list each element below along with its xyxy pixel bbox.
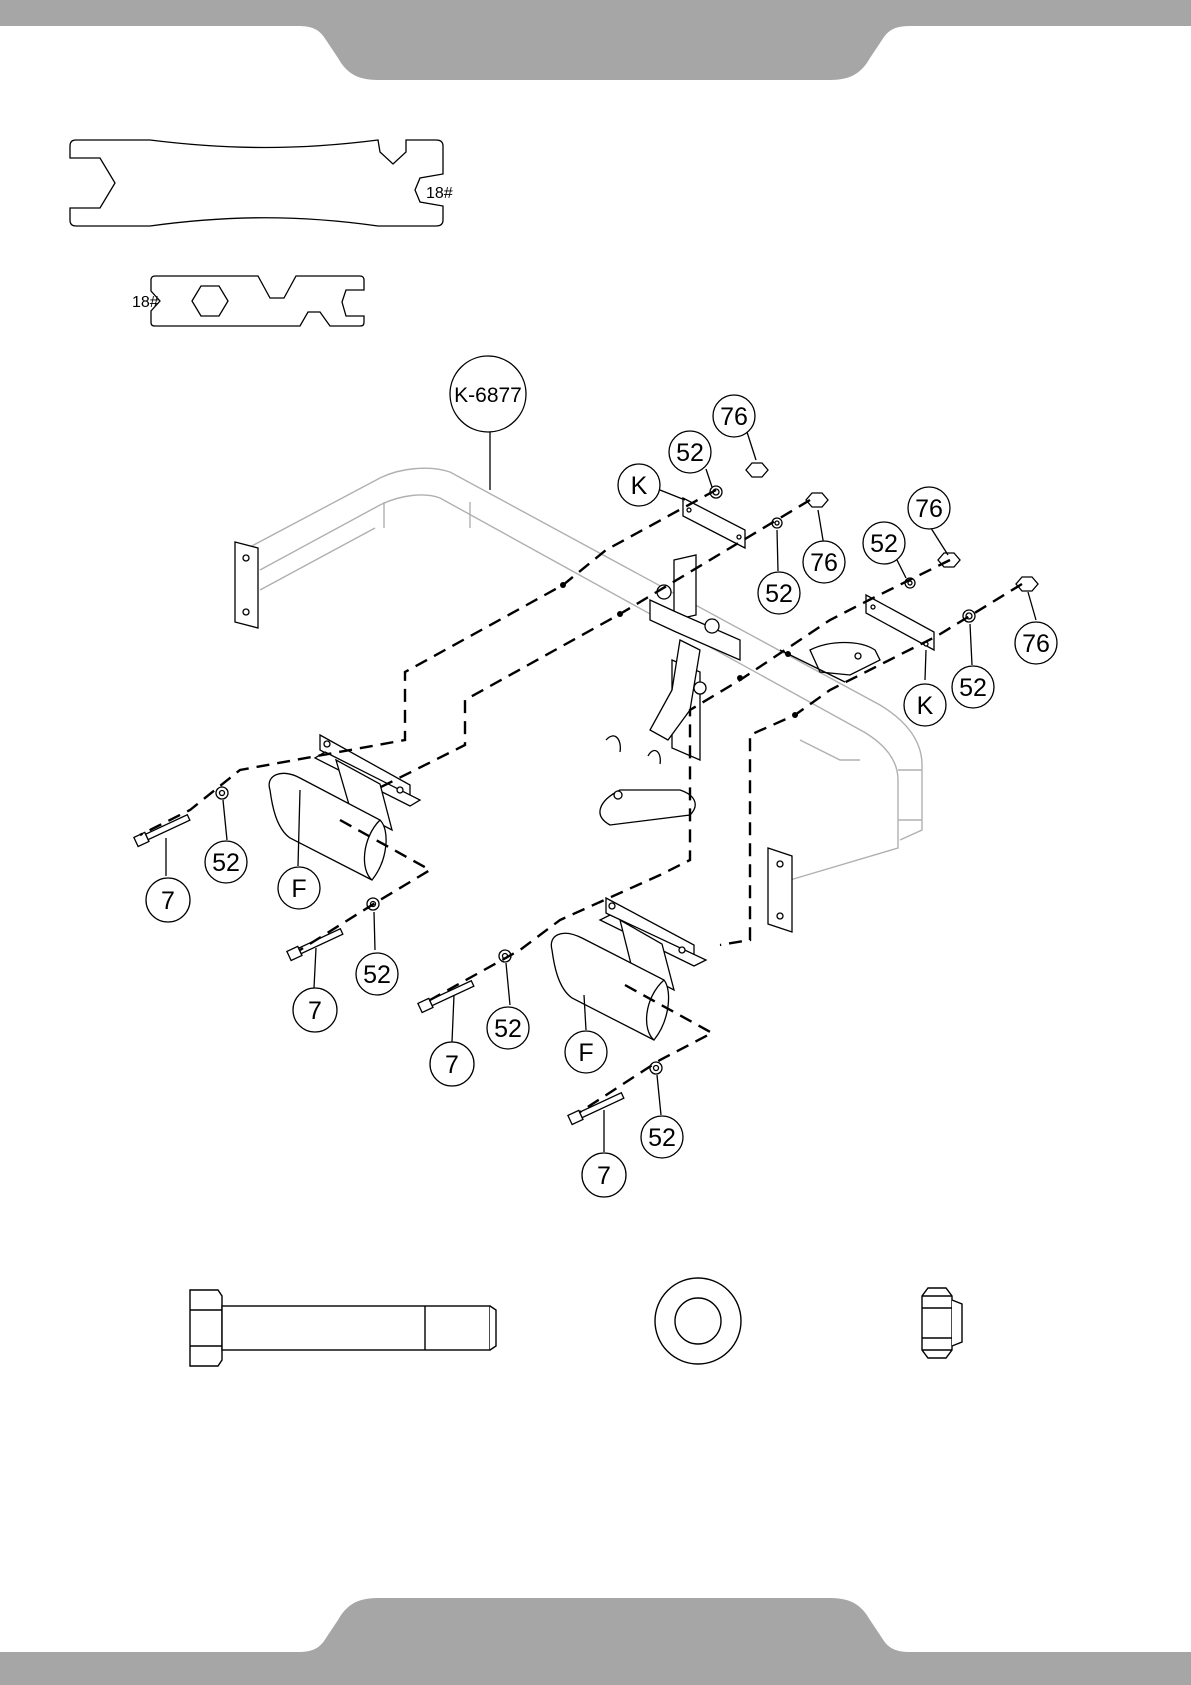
frame-end-plate-right — [768, 848, 792, 932]
small-wrench-size-label: 18# — [132, 294, 159, 311]
callout-76: 76 — [810, 549, 838, 577]
main-frame-label: K-6877 — [454, 384, 522, 407]
callout-52: 52 — [765, 580, 793, 608]
lock-nut-icon — [922, 1288, 962, 1358]
roller-bracket-right — [551, 898, 706, 1040]
callout-7: 7 — [597, 1162, 611, 1190]
top-header-band — [0, 0, 1191, 80]
flat-washer-icon — [655, 1278, 741, 1364]
callout-52: 52 — [648, 1124, 676, 1152]
callout-52: 52 — [959, 674, 987, 702]
small-wrench: 18# — [132, 276, 364, 326]
roller-bracket-left — [269, 735, 420, 880]
callout-52: 52 — [363, 961, 391, 989]
callout-f: F — [291, 875, 306, 903]
callout-76: 76 — [720, 403, 748, 431]
callout-52: 52 — [212, 849, 240, 877]
callout-52: 52 — [676, 439, 704, 467]
callout-f: F — [578, 1039, 593, 1067]
hex-socket-icon — [192, 286, 228, 316]
callout-7: 7 — [308, 997, 322, 1025]
callout-7: 7 — [161, 887, 175, 915]
large-wrench: 18# — [70, 140, 453, 226]
frame-end-plate-left — [235, 542, 258, 628]
hex-bolt-icon — [190, 1290, 496, 1366]
callout-76: 76 — [1022, 630, 1050, 658]
large-wrench-size-label: 18# — [426, 185, 453, 202]
center-pivot-bracket — [600, 555, 880, 825]
callout-76: 76 — [915, 495, 943, 523]
callout-52: 52 — [870, 530, 898, 558]
callout-k-6877: K-6877 — [450, 356, 526, 490]
callout-7: 7 — [445, 1051, 459, 1079]
callout-k: K — [917, 692, 934, 720]
callout-k: K — [631, 472, 648, 500]
bottom-footer-band — [0, 1598, 1191, 1685]
callout-52: 52 — [494, 1015, 522, 1043]
k-plate-upper — [683, 498, 745, 548]
